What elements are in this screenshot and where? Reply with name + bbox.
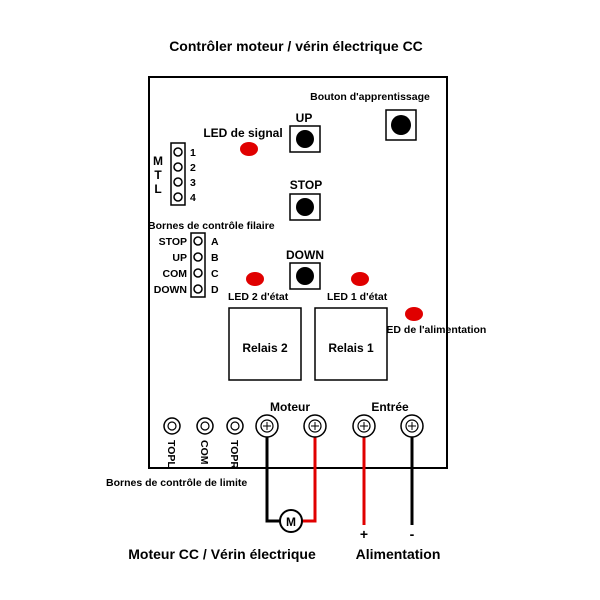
wired-pin-header[interactable]: [190, 232, 206, 298]
power-led-label: LED de l'alimentation: [380, 324, 486, 336]
motor-wire-black: [265, 430, 280, 523]
wired-terminal-letter: D: [211, 284, 219, 296]
limit-terminal-topl[interactable]: [163, 417, 181, 435]
mode-pin-numbers: 1 2 3 4: [190, 147, 196, 204]
mode-letter: T: [154, 168, 162, 182]
relay-1: [314, 307, 388, 381]
led-1-label: LED 1 d'état: [327, 291, 388, 303]
signal-led-label: LED de signal: [203, 126, 282, 140]
mode-letters: M T L: [153, 154, 163, 196]
relay-2: [228, 307, 302, 381]
wired-terminal-names: STOP UP COM DOWN: [154, 236, 188, 296]
motor-terminal-2[interactable]: [303, 414, 327, 438]
up-button-label: UP: [296, 111, 313, 125]
mode-pin-header[interactable]: [170, 142, 186, 206]
led-2-status: [246, 272, 264, 286]
motor-terminals-label: Moteur: [270, 400, 310, 414]
pin-number: 2: [190, 162, 196, 174]
motor-caption: Moteur CC / Vérin électrique: [128, 546, 316, 562]
input-terminal-negative[interactable]: [400, 414, 424, 438]
wired-terminal-name: DOWN: [154, 284, 187, 296]
input-terminal-positive[interactable]: [352, 414, 376, 438]
mode-letter: M: [153, 154, 163, 168]
down-button[interactable]: [289, 262, 321, 290]
pin-number: 4: [190, 192, 196, 204]
stop-button-label: STOP: [290, 178, 322, 192]
wired-terminal-name: COM: [163, 268, 188, 280]
learn-button-label: Bouton d'apprentissage: [310, 91, 430, 103]
led-1-status: [351, 272, 369, 286]
limit-terminals-caption: Bornes de contrôle de limite: [106, 477, 247, 489]
stop-button[interactable]: [289, 193, 321, 221]
input-terminals-label: Entrée: [371, 400, 409, 414]
relay-1-label: Relais 1: [328, 341, 374, 355]
motor-wire-red: [302, 430, 317, 523]
wired-terminal-letter: B: [211, 252, 219, 264]
wired-terminal-name: STOP: [159, 236, 187, 248]
limit-terminal-label: COM: [198, 440, 210, 465]
limit-terminal-label: TOPL: [165, 440, 177, 468]
wired-terminals-label: Bornes de contrôle filaire: [148, 220, 275, 232]
controller-board: [148, 76, 448, 469]
led-2-label: LED 2 d'état: [228, 291, 289, 303]
down-button-label: DOWN: [286, 248, 324, 262]
power-led: [405, 307, 423, 321]
up-button[interactable]: [289, 125, 321, 153]
negative-sign: -: [410, 526, 415, 542]
signal-led: [240, 142, 258, 156]
motor-terminal-1[interactable]: [255, 414, 279, 438]
wired-terminal-name: UP: [172, 252, 187, 264]
wired-terminal-letter: C: [211, 268, 219, 280]
limit-terminal-label: TOPR: [228, 440, 240, 469]
limit-terminal-topr[interactable]: [226, 417, 244, 435]
power-caption: Alimentation: [356, 546, 441, 562]
wired-terminal-letter: A: [211, 236, 219, 248]
relay-2-label: Relais 2: [242, 341, 288, 355]
limit-terminal-com[interactable]: [196, 417, 214, 435]
motor-symbol-icon: [279, 509, 303, 533]
positive-sign: +: [360, 526, 368, 542]
mode-letter: L: [154, 182, 161, 196]
learn-button[interactable]: [385, 109, 417, 141]
motor-symbol-label: M: [286, 515, 296, 529]
pin-number: 1: [190, 147, 196, 159]
diagram-title: Contrôler moteur / vérin électrique CC: [169, 38, 423, 54]
wired-terminal-letters: A B C D: [211, 236, 219, 296]
pin-number: 3: [190, 177, 196, 189]
